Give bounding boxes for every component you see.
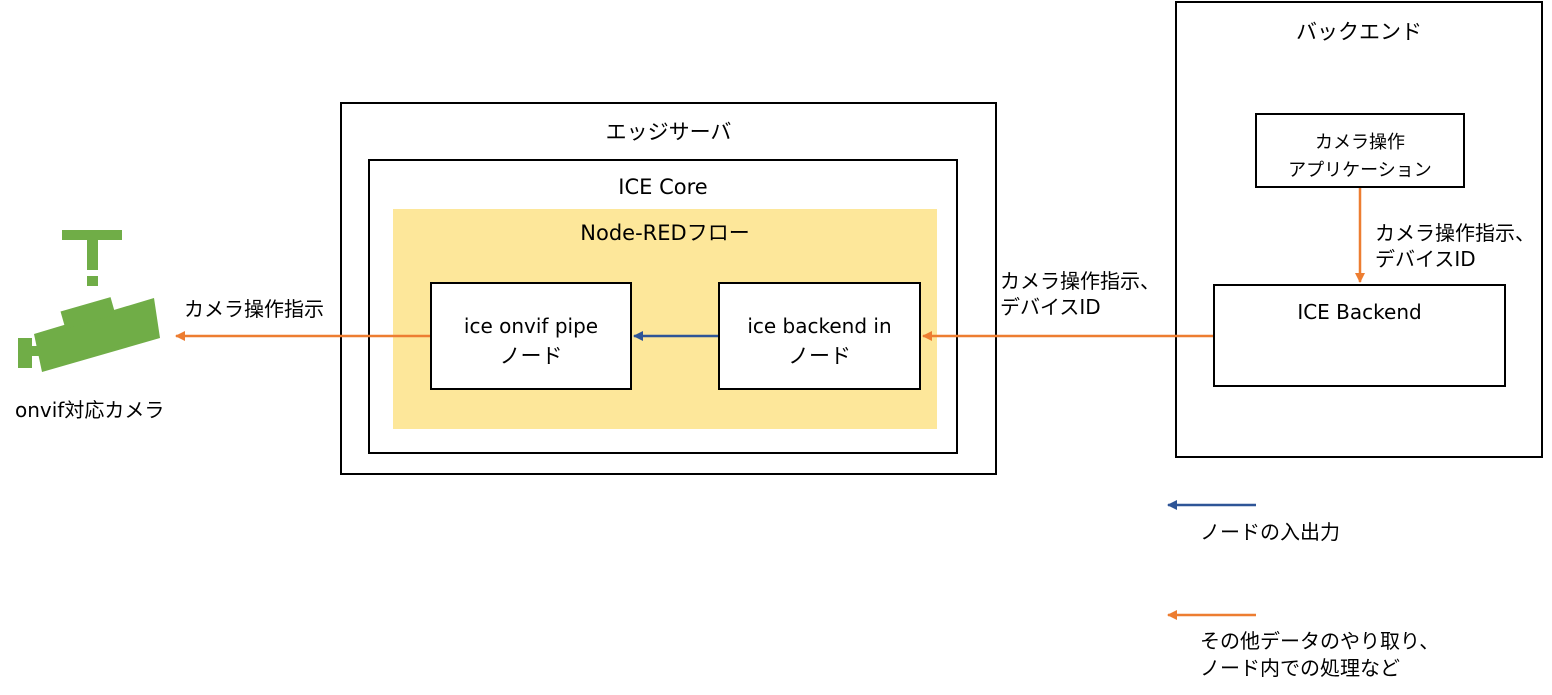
camera-label: onvif対応カメラ <box>15 398 165 422</box>
camera-app-line2: アプリケーション <box>1288 160 1432 181</box>
app-to-backend-label-line1: カメラ操作指示、 <box>1375 221 1535 245</box>
camera-app-box: カメラ操作 アプリケーション <box>1255 113 1465 188</box>
app-to-backend-label-line2: デバイスID <box>1375 247 1476 271</box>
ice-backend-in-node-line1: ice backend in <box>747 314 892 338</box>
backend-title: バックエンド <box>1296 20 1422 44</box>
legend-other-label-line2: ノード内での処理など <box>1200 656 1400 680</box>
ice-backend-title: ICE Backend <box>1297 300 1422 324</box>
legend-node-io-label: ノードの入出力 <box>1200 520 1340 544</box>
ice-backend-box: ICE Backend <box>1213 284 1506 387</box>
ice-onvif-pipe-node-line2: ノード <box>499 344 563 368</box>
ice-onvif-pipe-node: ice onvif pipe ノード <box>430 282 632 390</box>
ice-onvif-pipe-node-line1: ice onvif pipe <box>463 314 599 338</box>
ice-backend-in-node-line2: ノード <box>788 344 851 368</box>
edge-server-title: エッジサーバ <box>605 120 732 144</box>
ice-backend-in-node: ice backend in ノード <box>718 282 921 390</box>
camera-app-line1: カメラ操作 <box>1315 132 1405 153</box>
legend-other-label-line1: その他データのやり取り、 <box>1200 629 1440 653</box>
node-red-flow-title: Node-REDフロー <box>580 221 750 245</box>
ice-core-title: ICE Core <box>618 175 708 199</box>
camera-icon <box>18 230 160 372</box>
to-camera-label: カメラ操作指示 <box>184 297 324 321</box>
from-backend-label-line1: カメラ操作指示、 <box>1000 269 1160 293</box>
from-backend-label-line2: デバイスID <box>1000 295 1101 319</box>
